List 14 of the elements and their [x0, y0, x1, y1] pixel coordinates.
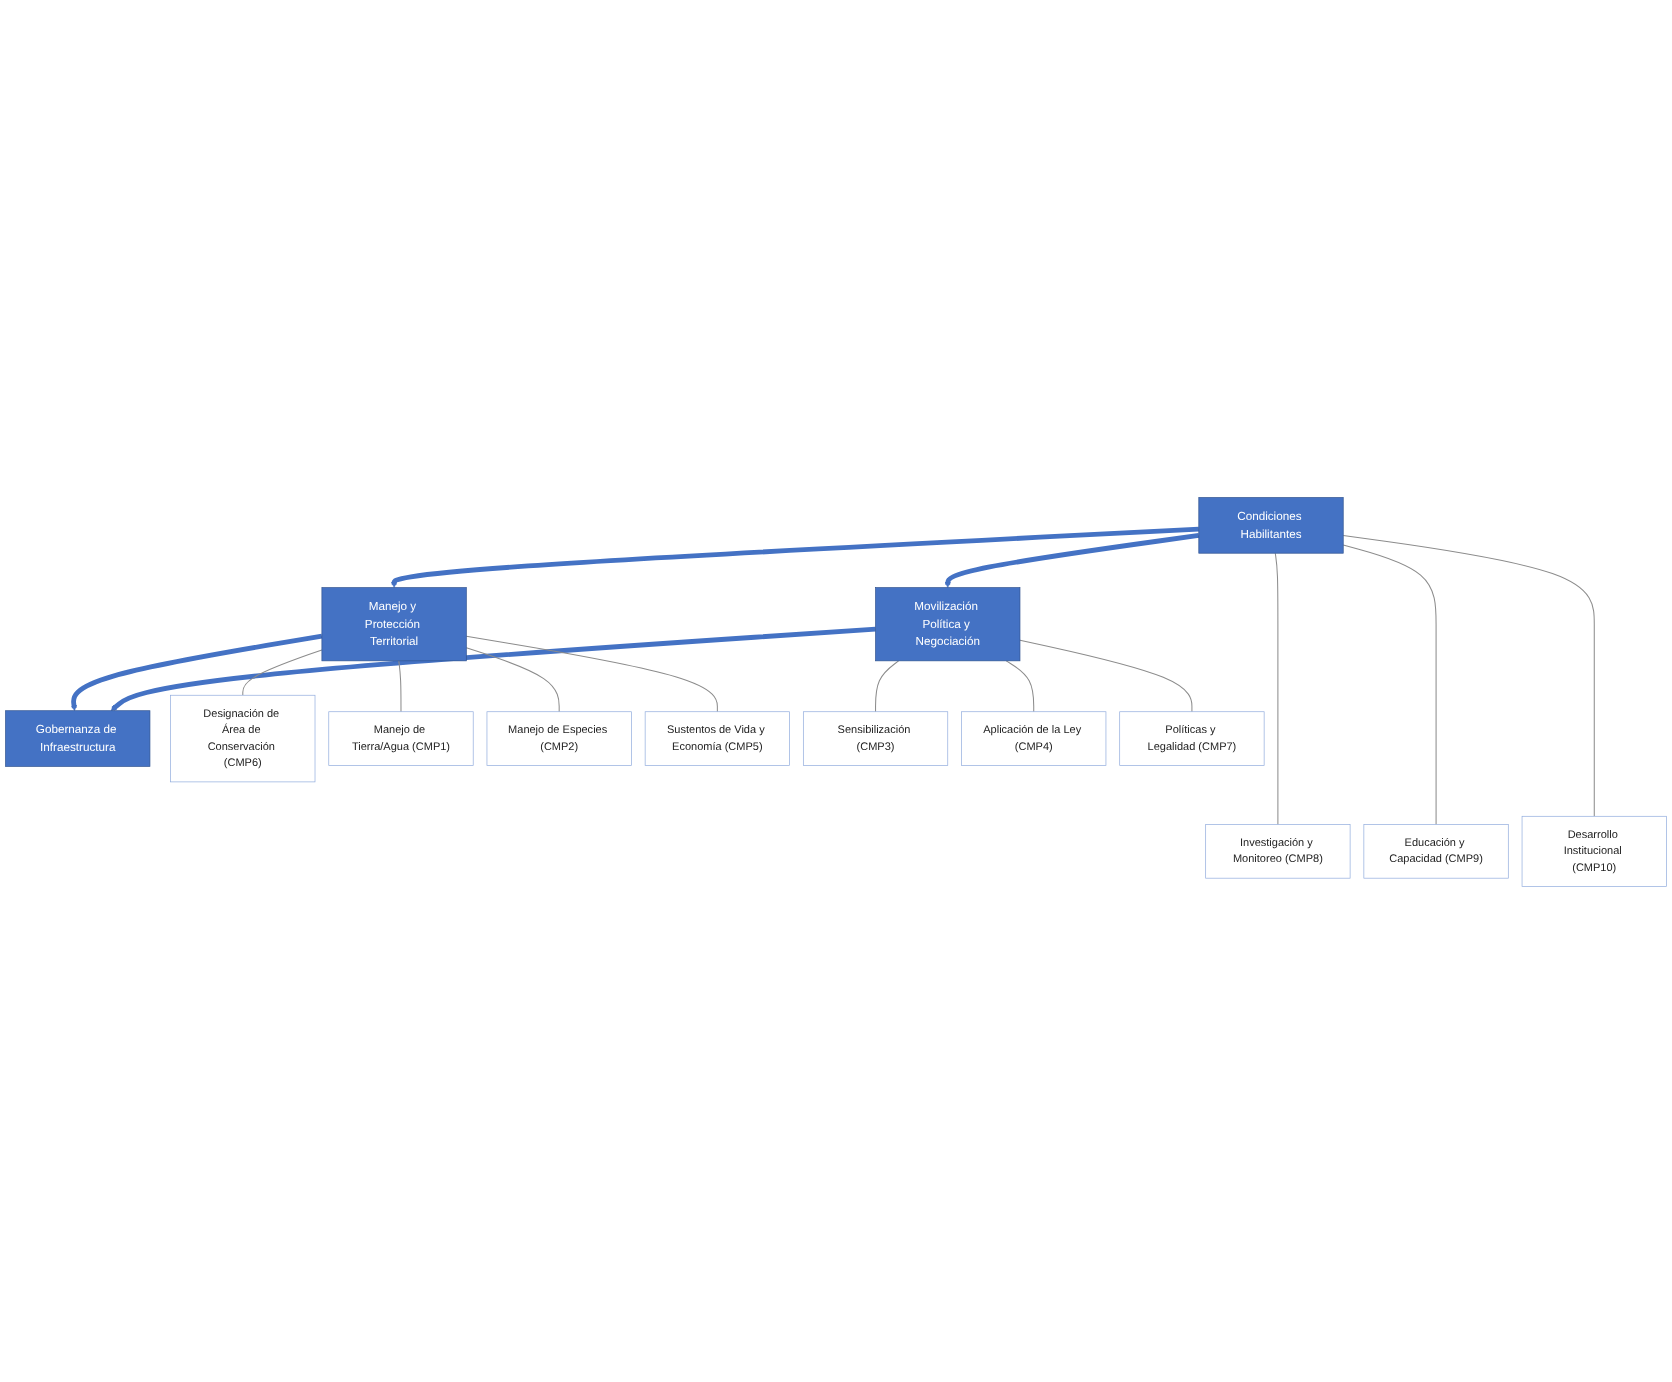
connector: [465, 634, 718, 712]
arrow: [944, 532, 1200, 587]
connector: [1274, 551, 1279, 825]
connector: [465, 646, 560, 712]
connector: [242, 648, 323, 695]
arrow: [391, 525, 1199, 587]
connector: [398, 659, 402, 712]
connector: [1019, 638, 1193, 712]
arrow: [70, 632, 323, 710]
connector: [1342, 533, 1595, 816]
arrow: [110, 625, 876, 710]
connector: [875, 659, 900, 712]
connector: [1005, 659, 1035, 712]
connector: [1342, 543, 1437, 825]
